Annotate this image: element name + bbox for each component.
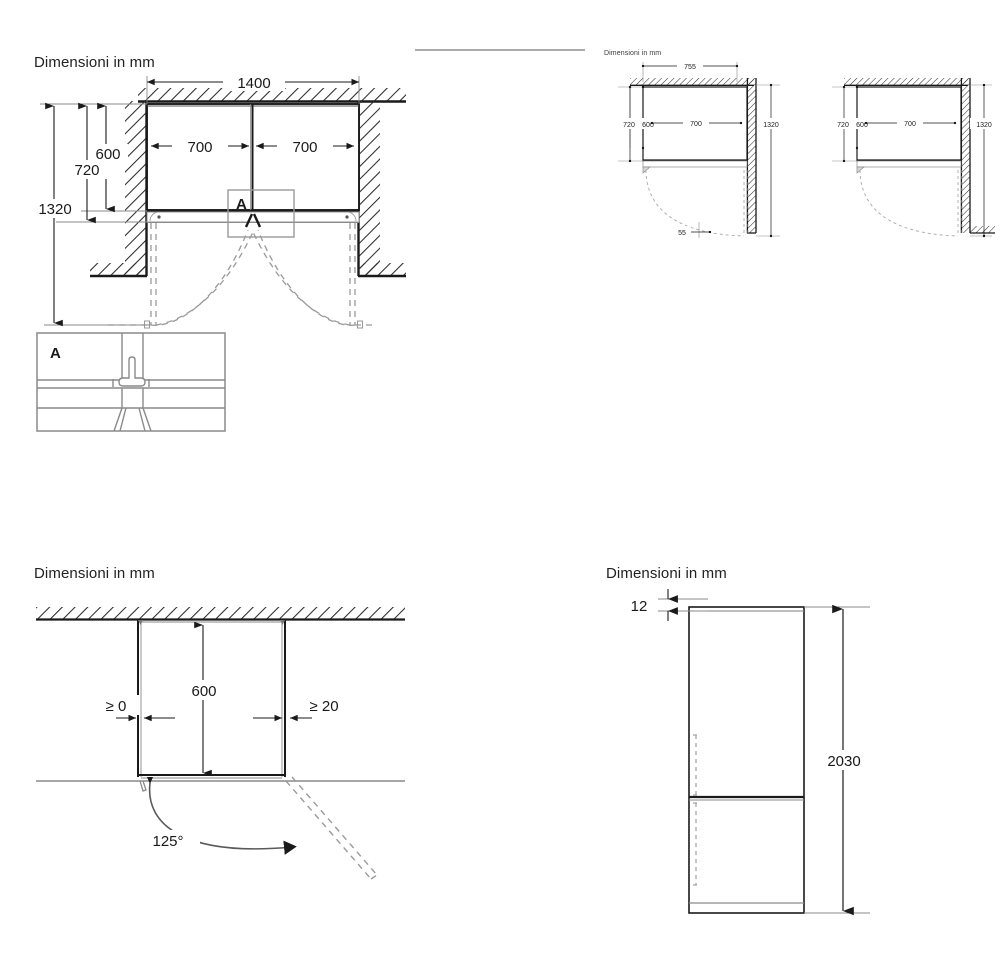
panel5-caption: Dimensioni in mm	[606, 565, 727, 582]
header-divider	[415, 49, 585, 51]
dim-720-label: 720	[74, 162, 99, 179]
wall-hatching-left	[90, 101, 148, 278]
dim-12: 12	[624, 589, 708, 621]
dim-2030: 2030	[804, 604, 872, 916]
dim-ge0-label: ≥ 0	[106, 698, 127, 715]
dim-700-left-label: 700	[187, 139, 212, 156]
dim-600-label-sm-b: 600	[856, 122, 868, 129]
ceiling-hatching	[630, 78, 754, 86]
detail-a-enlargement-label: A	[50, 345, 61, 362]
dim-clearance-left: ≥ 0	[92, 695, 175, 722]
detail-a-label: A	[236, 196, 247, 213]
dim-720-600-700-1320-b: 720 600 700 1320	[831, 83, 999, 238]
dim-600-label-sm: 600	[642, 122, 654, 129]
dim-720-label-sm-b: 720	[837, 122, 849, 129]
open-door-dashed	[285, 776, 378, 880]
dim-700-right-label: 700	[292, 139, 317, 156]
panel-niche-front-view: A 1400 700 700	[29, 73, 406, 329]
dim-55-label: 55	[678, 230, 686, 237]
panel1-caption: Dimensioni in mm	[34, 54, 155, 71]
door-angle-arc: 125°	[138, 777, 297, 855]
dim-700-left: 700	[151, 137, 249, 156]
panel2-caption: Dimensioni in mm	[604, 50, 662, 57]
dim-720-label-sm: 720	[623, 122, 635, 129]
back-wall-hatching	[36, 607, 405, 621]
dim-clearance-right: ≥ 20	[253, 695, 353, 722]
dim-ge20-label: ≥ 20	[309, 698, 338, 715]
panel-top-view-door-swing: 125° 600 ≥ 0 ≥ 20	[36, 607, 405, 880]
dim-600-plan-label: 600	[191, 683, 216, 700]
dim-700-right: 700	[256, 137, 354, 156]
dim-1400: 1400	[146, 73, 360, 104]
panel-side-view-left-hinge: 755 720 600 700 1320 55	[617, 60, 786, 238]
door-handle	[139, 780, 147, 792]
panel-side-view-right-hinge: 720 600 700 1320	[831, 78, 999, 238]
dim-2030-label: 2030	[827, 753, 860, 770]
door-swing-endmarks	[144, 320, 363, 329]
dim-755-label: 755	[684, 64, 696, 71]
dim-1320-label: 1320	[38, 201, 71, 218]
appliance-side-body	[642, 86, 748, 174]
panel-detail-a-enlargement: A	[36, 332, 226, 432]
detail-callout-a: A	[227, 189, 295, 238]
dim-vertical-stack: 600 720 1320	[29, 102, 151, 327]
door-open-arc-2	[859, 169, 963, 237]
appliance-side-body-2	[856, 86, 962, 174]
dim-600-plan: 600	[183, 621, 225, 777]
door-open-arc	[645, 169, 749, 237]
ceiling-hatching-2	[844, 78, 968, 86]
dim-700-label-sm-b: 700	[904, 121, 916, 128]
dim-600-label: 600	[95, 146, 120, 163]
appliance-body	[146, 103, 360, 223]
dim-1400-label: 1400	[237, 75, 270, 92]
panel-appliance-front-elevation: 12 2030	[624, 589, 872, 916]
dim-125deg-label: 125°	[152, 833, 183, 850]
appliance-front-outline	[688, 606, 805, 914]
dim-1320-label-sm: 1320	[763, 122, 779, 129]
panel4-caption: Dimensioni in mm	[34, 565, 155, 582]
right-wall-hatching-2	[960, 78, 995, 234]
dim-755: 755	[641, 60, 739, 82]
dim-700-label-sm: 700	[690, 121, 702, 128]
wall-hatching-right	[357, 101, 406, 278]
dim-720-600-700-1320: 720 600 700 1320	[617, 83, 786, 238]
dim-55: 55	[673, 222, 712, 238]
right-wall-hatching	[746, 78, 757, 234]
hinge-marks	[149, 211, 357, 222]
handle-recess-dashed	[693, 734, 699, 886]
dim-1320-label-sm-b: 1320	[976, 122, 992, 129]
dim-12-label: 12	[631, 598, 648, 615]
door-swing-arcs	[108, 223, 372, 326]
